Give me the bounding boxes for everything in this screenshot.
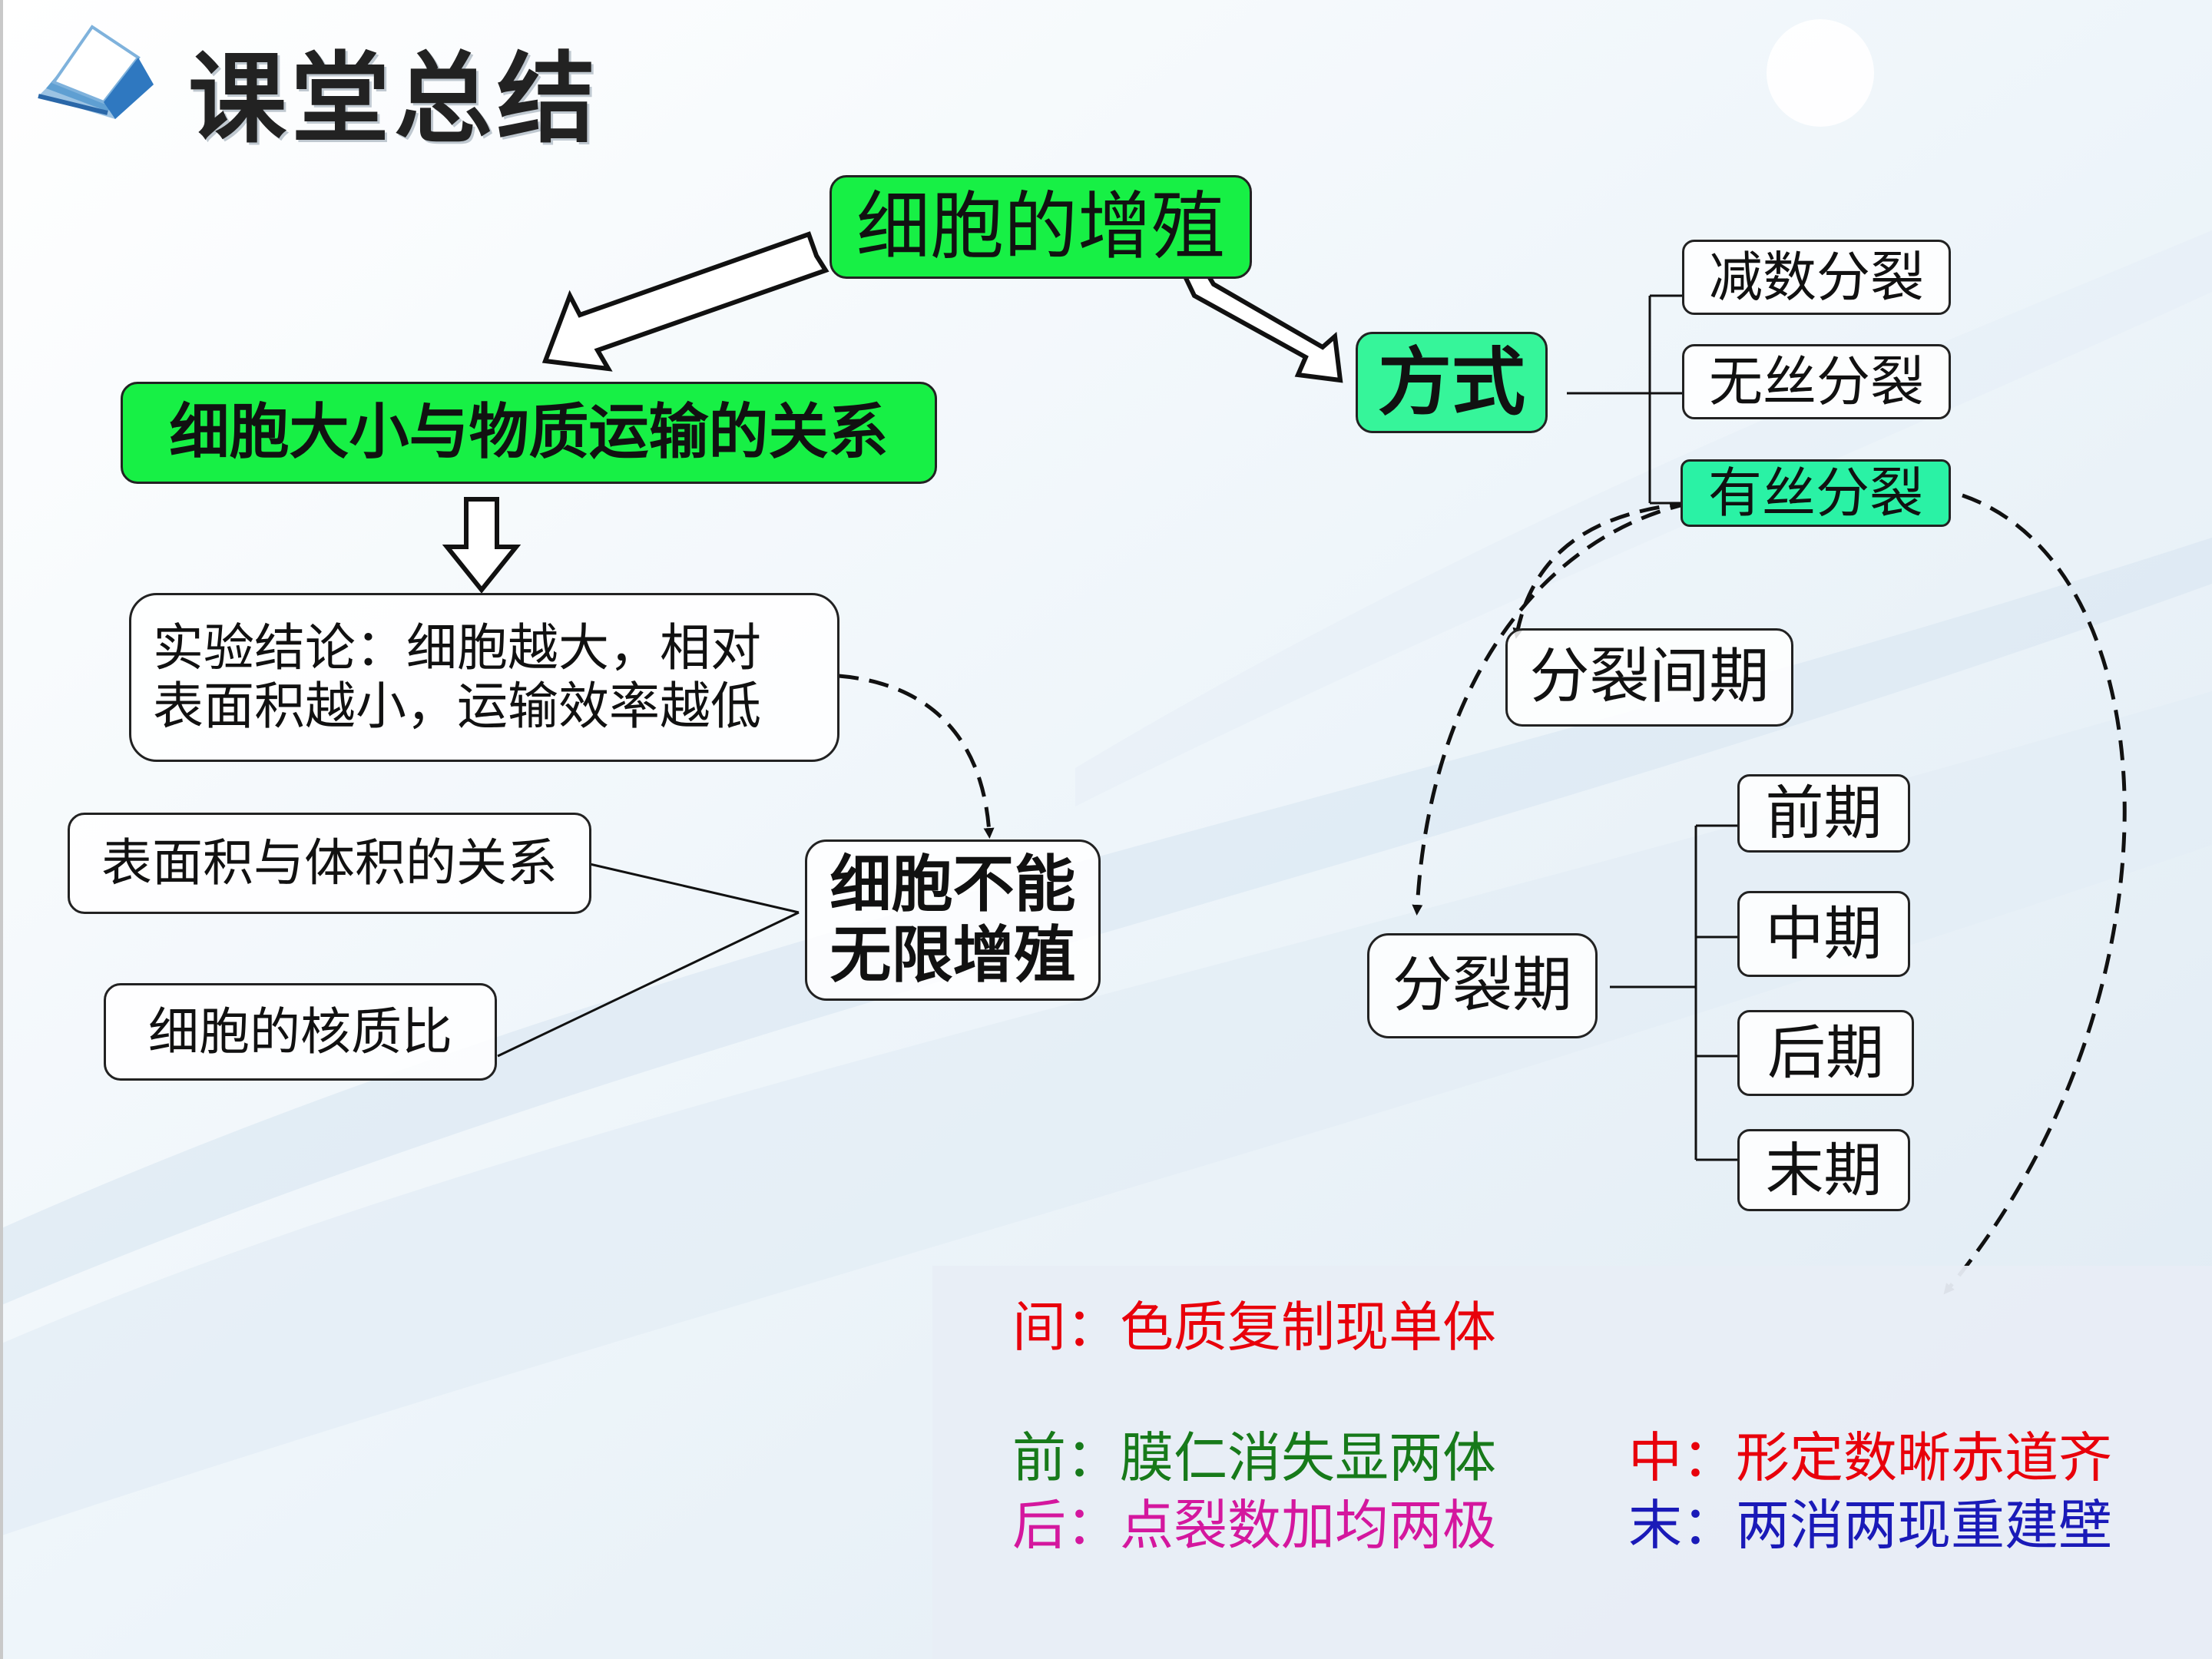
node-metaphase-label: 中期 [1765,899,1883,969]
node-relation-label: 细胞大小与物质运输的关系 [169,397,889,467]
dashed-arrow-division [1412,501,1690,916]
node-meiosis: 减数分裂 [1682,240,1951,315]
node-amitosis-label: 无丝分裂 [1709,349,1924,413]
node-prophase: 前期 [1737,774,1910,853]
node-cannot-proliferate: 细胞不能 无限增殖 [805,839,1101,1001]
mnemonic-prophase: 前：膜仁消失显两体 [1012,1426,1496,1489]
node-division-phase: 分裂期 [1367,933,1598,1038]
node-relation: 细胞大小与物质运输的关系 [121,382,937,484]
node-metaphase: 中期 [1737,891,1910,977]
mnemonic-panel [932,1266,2212,1659]
page-title: 课堂总结 [188,42,601,157]
node-amitosis: 无丝分裂 [1682,344,1951,419]
node-method: 方式 [1356,332,1548,433]
node-conclusion: 实验结论：细胞越大，相对 表面积越小，运输效率越低 [129,593,839,762]
node-surface-volume-label: 表面积与体积的关系 [101,833,558,893]
node-interphase: 分裂间期 [1505,628,1793,727]
node-interphase-label: 分裂间期 [1529,642,1770,712]
node-nucleus-ratio-label: 细胞的核质比 [148,1002,452,1061]
node-root: 细胞的增殖 [830,175,1252,279]
mnemonic-metaphase: 中：形定数晰赤道齐 [1628,1426,2112,1489]
hollow-arrow-down [442,497,522,594]
node-cannot-line1: 细胞不能 [830,849,1076,920]
factor-lines [497,863,800,1058]
node-meiosis-label: 减数分裂 [1709,245,1924,309]
dashed-arrow-mnemonic [1943,493,2127,1295]
node-anaphase: 后期 [1737,1010,1914,1096]
mnemonic-telophase: 末：两消两现重建壁 [1628,1494,2112,1557]
node-telophase: 末期 [1737,1129,1910,1211]
node-mitosis: 有丝分裂 [1681,459,1951,527]
method-bracket [1567,294,1684,505]
node-mitosis-label: 有丝分裂 [1708,461,1923,525]
mnemonic-anaphase: 后：点裂数加均两极 [1012,1494,1496,1557]
hollow-arrow-right [1182,261,1343,383]
node-root-label: 细胞的增殖 [856,184,1225,270]
node-prophase-label: 前期 [1765,779,1883,848]
dashed-arrow-interphase [1512,501,1690,639]
node-cannot-line2: 无限增殖 [830,919,1076,991]
hollow-arrow-left [541,231,830,372]
node-telophase-label: 末期 [1765,1135,1883,1204]
book-icon [38,25,154,119]
node-nucleus-ratio: 细胞的核质比 [104,983,497,1081]
phase-bracket [1610,824,1737,1161]
node-surface-volume: 表面积与体积的关系 [68,813,591,914]
mnemonic-interphase: 间：色质复制现单体 [1012,1296,1496,1359]
node-conclusion-line2: 表面积越小，运输效率越低 [153,677,761,736]
node-method-label: 方式 [1378,339,1525,426]
node-conclusion-line1: 实验结论：细胞越大，相对 [153,618,761,678]
node-division-phase-label: 分裂期 [1392,950,1572,1020]
dashed-arrow-conclusion [838,674,995,839]
node-anaphase-label: 后期 [1767,1018,1884,1088]
